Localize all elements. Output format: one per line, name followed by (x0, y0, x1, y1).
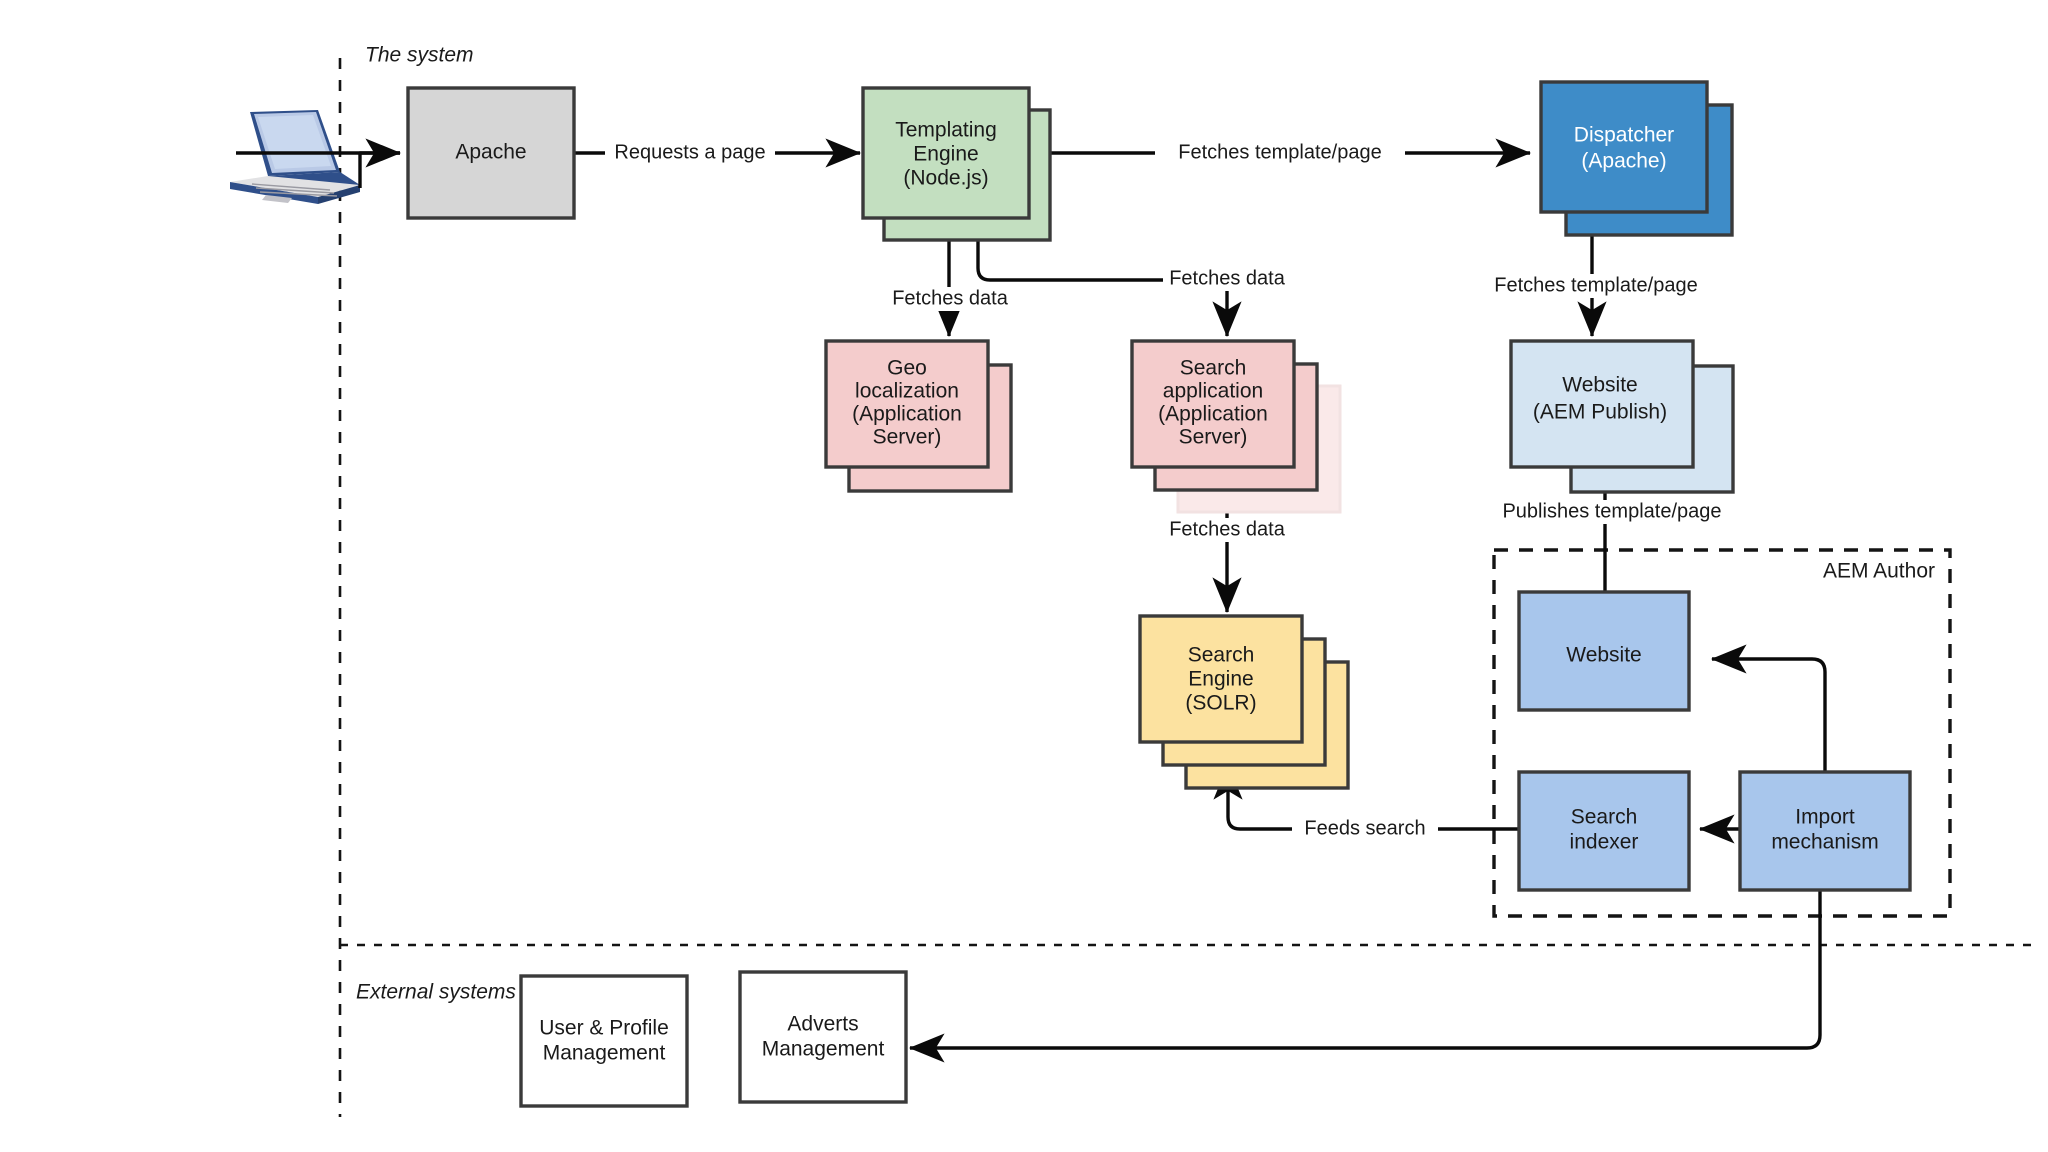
edge-client-to-apache (358, 151, 400, 188)
node-import-mechanism-label-2: mechanism (1771, 831, 1878, 854)
node-apache-rect (406, 86, 576, 220)
zone-label-aem-author: AEM Author (1823, 560, 1935, 583)
edge-label-publishes-template-page: Publishes template/page (1502, 500, 1721, 522)
node-user-profile-management[interactable]: User & Profile Management (519, 974, 689, 1108)
laptop-icon (230, 110, 360, 204)
edge-label-requests-a-page-text: Requests a page (614, 141, 765, 163)
node-search-application[interactable]: Search application (Application Server) (1130, 339, 1342, 514)
node-adverts-management-label-1: Adverts (787, 1013, 858, 1036)
label-bg-fetch-solr (1163, 518, 1291, 542)
node-author-website-rect (1517, 590, 1691, 712)
node-geo-localization-label-4: Server) (873, 426, 942, 449)
node-search-engine-solr-rect (1138, 614, 1304, 744)
node-import-mechanism-label-1: Import (1795, 806, 1855, 829)
node-templating-engine-label-1: Templating (895, 119, 997, 142)
node-search-application-label-4: Server) (1179, 426, 1248, 449)
node-user-profile-management-label-1: User & Profile (539, 1017, 669, 1040)
node-website-aem-publish[interactable]: Website (AEM Publish) (1509, 339, 1735, 494)
node-adverts-management[interactable]: Adverts Management (738, 970, 908, 1104)
edge-label-fetches-data-geo: Fetches data (892, 287, 1009, 309)
node-search-application-label-2: application (1163, 380, 1263, 403)
edge-label-feeds-search: Feeds search (1304, 817, 1425, 839)
node-templating-engine-label-3: (Node.js) (903, 167, 988, 190)
node-templating-engine-label-2: Engine (913, 143, 978, 166)
node-geo-localization-label-2: localization (855, 380, 959, 403)
node-search-application-rect (1130, 339, 1296, 469)
node-website-aem-publish-label-2: (AEM Publish) (1533, 401, 1667, 424)
node-search-indexer[interactable]: Search indexer (1517, 770, 1691, 892)
zone-label-the-system: The system (365, 44, 474, 67)
node-website-aem-publish-label-1: Website (1562, 374, 1637, 397)
label-bg-feeds-search (1292, 817, 1438, 841)
zone-label-external-systems: External systems (356, 981, 516, 1004)
node-dispatcher-rect (1539, 80, 1709, 214)
node-user-profile-management-rect (519, 974, 689, 1108)
node-search-application-label-1: Search (1180, 357, 1247, 380)
label-bg-fetch-geo (886, 287, 1014, 311)
edge-label-fetches-template-page-right: Fetches template/page (1494, 274, 1697, 296)
node-search-indexer-rect (1517, 770, 1691, 892)
edge-label-fetches-data-search-app: Fetches data (1169, 267, 1286, 289)
label-bg-fetch-tpl-right (1470, 274, 1722, 298)
edge-templating-to-search-app (976, 218, 1227, 282)
node-author-website-label: Website (1566, 644, 1641, 667)
node-geo-localization-rect (824, 339, 990, 469)
node-import-mechanism[interactable]: Import mechanism (1738, 770, 1912, 892)
node-adverts-management-rect (738, 970, 908, 1104)
node-geo-localization-label-1: Geo (887, 357, 927, 380)
label-bg-publishes (1478, 500, 1748, 524)
label-bg-fetch-tpl-top (1155, 141, 1405, 165)
node-dispatcher-label-1: Dispatcher (1574, 124, 1674, 147)
node-geo-localization[interactable]: Geo localization (Application Server) (824, 339, 1013, 493)
label-bg-fetch-searchapp (1163, 267, 1291, 291)
node-website-aem-publish-rect (1509, 339, 1695, 469)
node-geo-localization-label-3: (Application (852, 403, 962, 426)
node-dispatcher[interactable]: Dispatcher (Apache) (1539, 80, 1734, 237)
aem-author-container (1492, 548, 1952, 918)
node-search-engine-solr-label-3: (SOLR) (1185, 692, 1256, 715)
edge-label-fetches-data-solr: Fetches data (1169, 518, 1286, 540)
node-import-mechanism-rect (1738, 770, 1912, 892)
node-search-indexer-label-2: indexer (1570, 831, 1639, 854)
edge-import-to-author-website (1710, 644, 1827, 772)
node-apache-label: Apache (455, 141, 526, 164)
node-templating-engine-rect (861, 86, 1031, 220)
edge-import-to-adverts (908, 886, 1822, 1063)
edge-indexer-to-solr (1213, 763, 1519, 831)
label-bg-requests (605, 141, 775, 165)
node-search-engine-solr[interactable]: Search Engine (SOLR) (1138, 614, 1350, 790)
node-author-website[interactable]: Website (1517, 590, 1691, 712)
node-templating-engine[interactable]: Templating Engine (Node.js) (861, 86, 1052, 242)
node-apache[interactable]: Apache (406, 86, 576, 220)
edge-label-fetches-template-page-top: Fetches template/page (1178, 141, 1381, 163)
node-dispatcher-label-2: (Apache) (1581, 150, 1666, 173)
node-search-application-label-3: (Application (1158, 403, 1268, 426)
node-search-engine-solr-label-1: Search (1188, 644, 1255, 667)
node-user-profile-management-label-2: Management (543, 1042, 666, 1065)
node-search-indexer-label-1: Search (1571, 806, 1638, 829)
node-adverts-management-label-2: Management (762, 1038, 885, 1061)
node-search-engine-solr-label-2: Engine (1188, 668, 1253, 691)
